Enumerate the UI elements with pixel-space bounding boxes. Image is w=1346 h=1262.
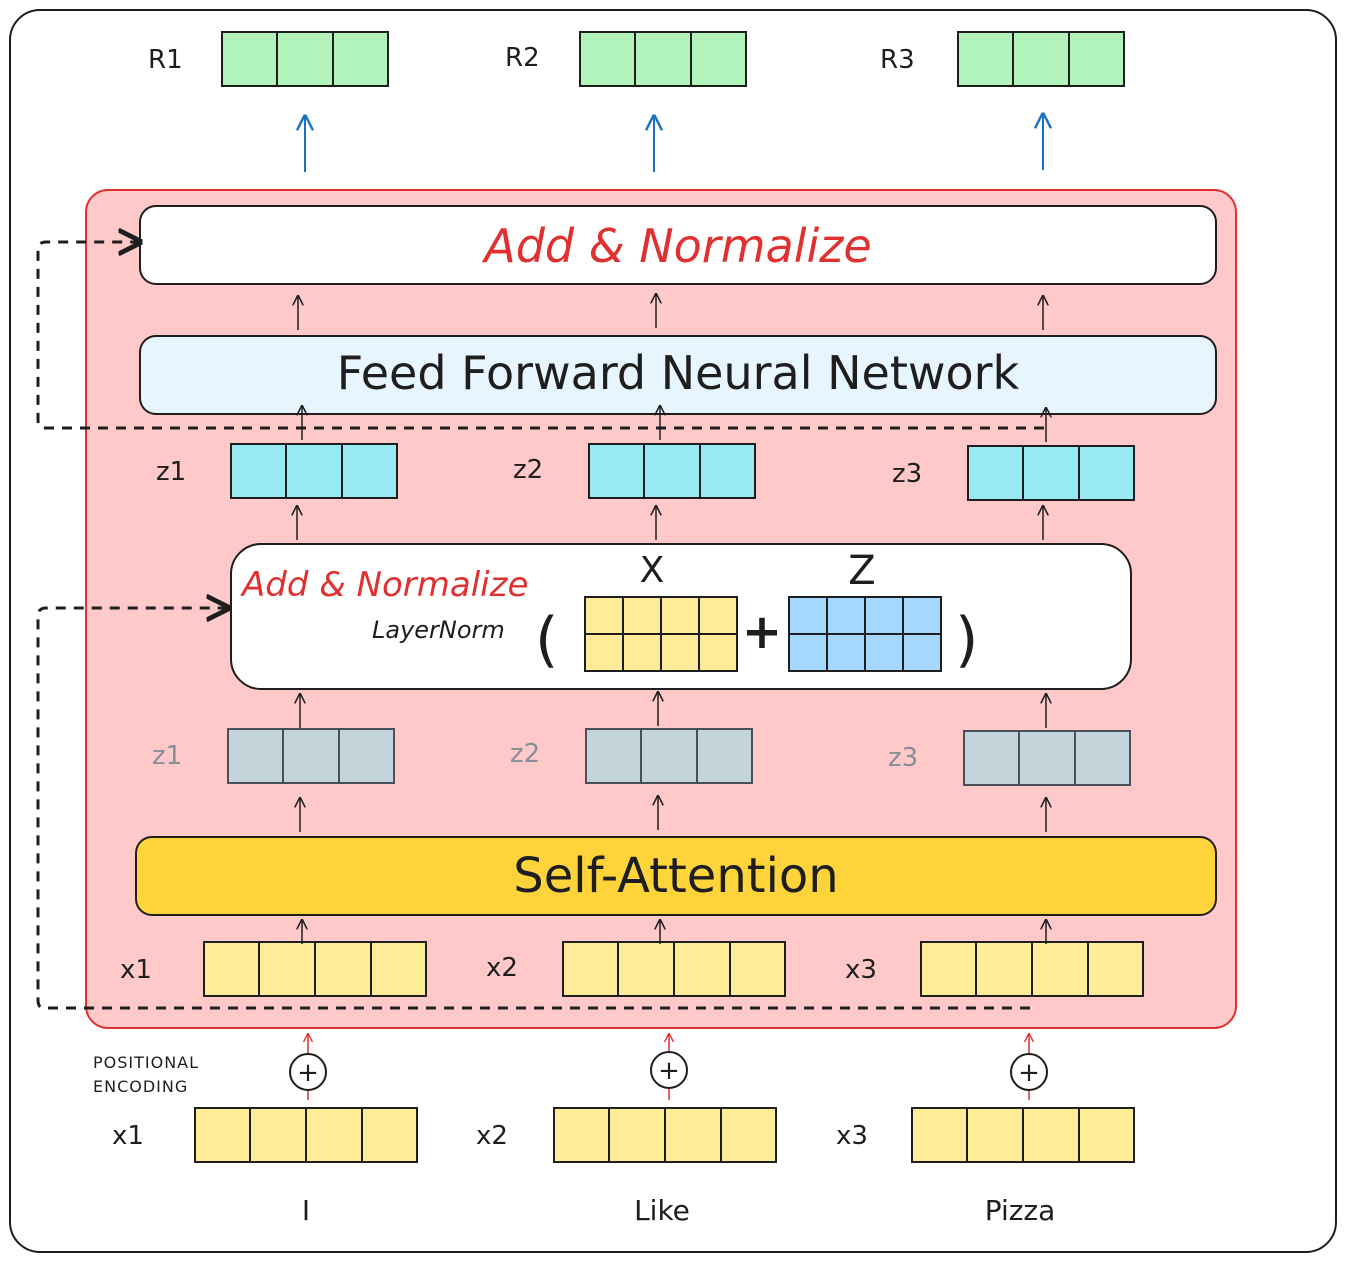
z-vector-normalized: z2 [513,443,756,499]
x-label: x3 [845,955,877,985]
positional-add-icon: + [1010,1053,1048,1091]
ffnn-label: Feed Forward Neural Network [337,346,1020,400]
output-label: R3 [880,45,915,75]
x-matrix [584,596,738,672]
svg-text:+: + [297,1058,319,1088]
z-vector-attention: z2 [510,728,753,784]
ffnn-box [139,335,1217,415]
output-label: R1 [148,45,183,75]
positional-encoding-label-2: ENCODING [93,1077,188,1096]
z-vector-normalized: z3 [892,445,1135,501]
x-vector-encoder-input: x3 [845,941,1144,997]
positional-add-icon: + [650,1051,688,1089]
z-label: z1 [152,741,182,771]
close-paren: ) [955,605,978,675]
word-token: Pizza [985,1194,1056,1227]
z-matrix [788,596,942,672]
x-matrix-label: X [640,550,665,591]
x-label: x1 [120,955,152,985]
embedding-label: x1 [112,1121,144,1151]
output-label: R2 [505,43,540,73]
mid-add-normalize-label: Add & Normalize [240,565,528,605]
z-label: z2 [513,455,543,485]
embedding-vector: x1 [112,1107,418,1163]
svg-text:+: + [1018,1058,1040,1088]
top-add-normalize-label: Add & Normalize [481,219,871,273]
self-attention-box [135,836,1217,916]
z-vector-attention: z1 [152,728,395,784]
x-vector-encoder-input: x2 [486,941,786,997]
embedding-vector: x2 [476,1107,777,1163]
output-r2: R2 [505,31,747,87]
z-label: z3 [888,743,918,773]
output-r1: R1 [148,31,389,87]
embedding-label: x2 [476,1121,508,1151]
z-vector-normalized: z1 [156,443,398,499]
word-token: I [302,1194,310,1227]
z-vector-attention: z3 [888,730,1131,786]
layernorm-label: LayerNorm [372,616,505,644]
open-paren: ( [535,605,558,675]
word-token: Like [634,1194,690,1227]
embedding-label: x3 [836,1121,868,1151]
embedding-vector: x3 [836,1107,1135,1163]
svg-text:+: + [658,1056,680,1086]
positional-encoding-label-1: POSITIONAL [93,1053,199,1072]
z-label: z3 [892,459,922,489]
self-attention-label: Self-Attention [513,848,838,904]
plus-sign: + [742,604,782,660]
residual-connection-lower [36,608,1030,1010]
z-label: z2 [510,739,540,769]
x-label: x2 [486,953,518,983]
positional-add-icon: + [289,1053,327,1091]
residual-connection-upper [36,242,1044,430]
x-vector-encoder-input: x1 [120,941,427,997]
z-label: z1 [156,457,186,487]
output-r3: R3 [880,31,1125,87]
z-matrix-label: Z [848,548,875,594]
